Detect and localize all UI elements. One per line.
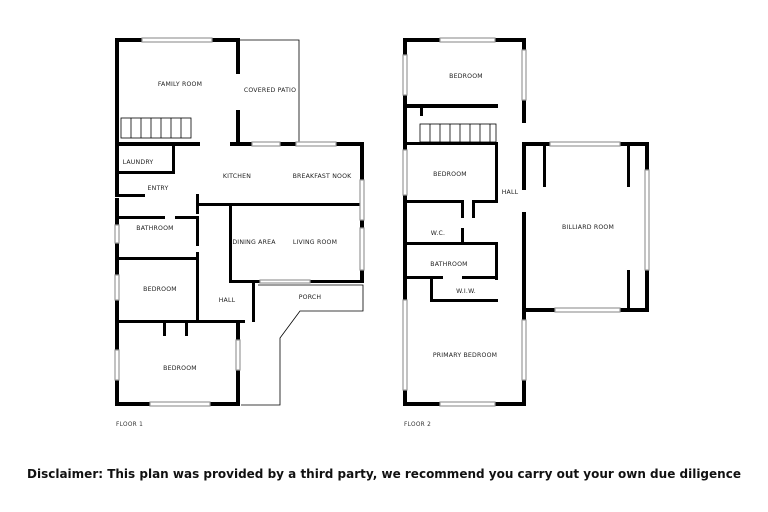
floor-1-windows [114, 37, 365, 407]
room-label-covered-patio: COVERED PATIO [244, 87, 296, 94]
floor-1-room-labels: FAMILY ROOM COVERED PATIO LAUNDRY KITCHE… [123, 81, 353, 372]
room-label-laundry: LAUNDRY [123, 159, 154, 166]
floor-2-plan: BEDROOM BEDROOM HALL BILLIARD ROOM W.C. … [402, 37, 650, 428]
room-label-kitchen: KITCHEN [223, 173, 251, 180]
room-label-wc: W.C. [431, 230, 445, 237]
floor-plan-drawing: FAMILY ROOM COVERED PATIO LAUNDRY KITCHE… [114, 37, 650, 428]
floor-1-plan: FAMILY ROOM COVERED PATIO LAUNDRY KITCHE… [114, 37, 365, 428]
room-label-bedroom: BEDROOM [163, 365, 197, 372]
floor-1-stairs [120, 117, 192, 139]
room-label-porch: PORCH [299, 294, 322, 301]
room-label-breakfast-nook: BREAKFAST NOOK [293, 173, 353, 180]
floor-2-label: FLOOR 2 [404, 422, 431, 428]
room-label-family-room: FAMILY ROOM [158, 81, 202, 88]
room-label-bathroom: BATHROOM [430, 261, 467, 268]
room-label-primary-bedroom: PRIMARY BEDROOM [433, 352, 497, 359]
disclaimer-text: Disclaimer: This plan was provided by a … [27, 467, 741, 481]
room-label-bedroom: BEDROOM [449, 73, 483, 80]
room-label-billiard-room: BILLIARD ROOM [562, 224, 614, 231]
room-label-dining-area: DINING AREA [232, 239, 276, 246]
room-label-wiw: W.I.W. [456, 288, 476, 295]
room-label-bedroom: BEDROOM [433, 171, 467, 178]
floor-2-windows [402, 37, 650, 407]
floor-2-room-labels: BEDROOM BEDROOM HALL BILLIARD ROOM W.C. … [430, 73, 614, 359]
room-label-bathroom: BATHROOM [136, 225, 173, 232]
floor-1-thin-outlines [240, 39, 364, 406]
room-label-living-room: LIVING ROOM [293, 239, 337, 246]
room-label-bedroom: BEDROOM [143, 286, 177, 293]
room-label-hall: HALL [502, 189, 519, 196]
room-label-hall: HALL [219, 297, 236, 304]
floor-1-label: FLOOR 1 [116, 422, 143, 428]
room-label-entry: ENTRY [148, 185, 169, 192]
floor-2-stairs [419, 123, 497, 143]
